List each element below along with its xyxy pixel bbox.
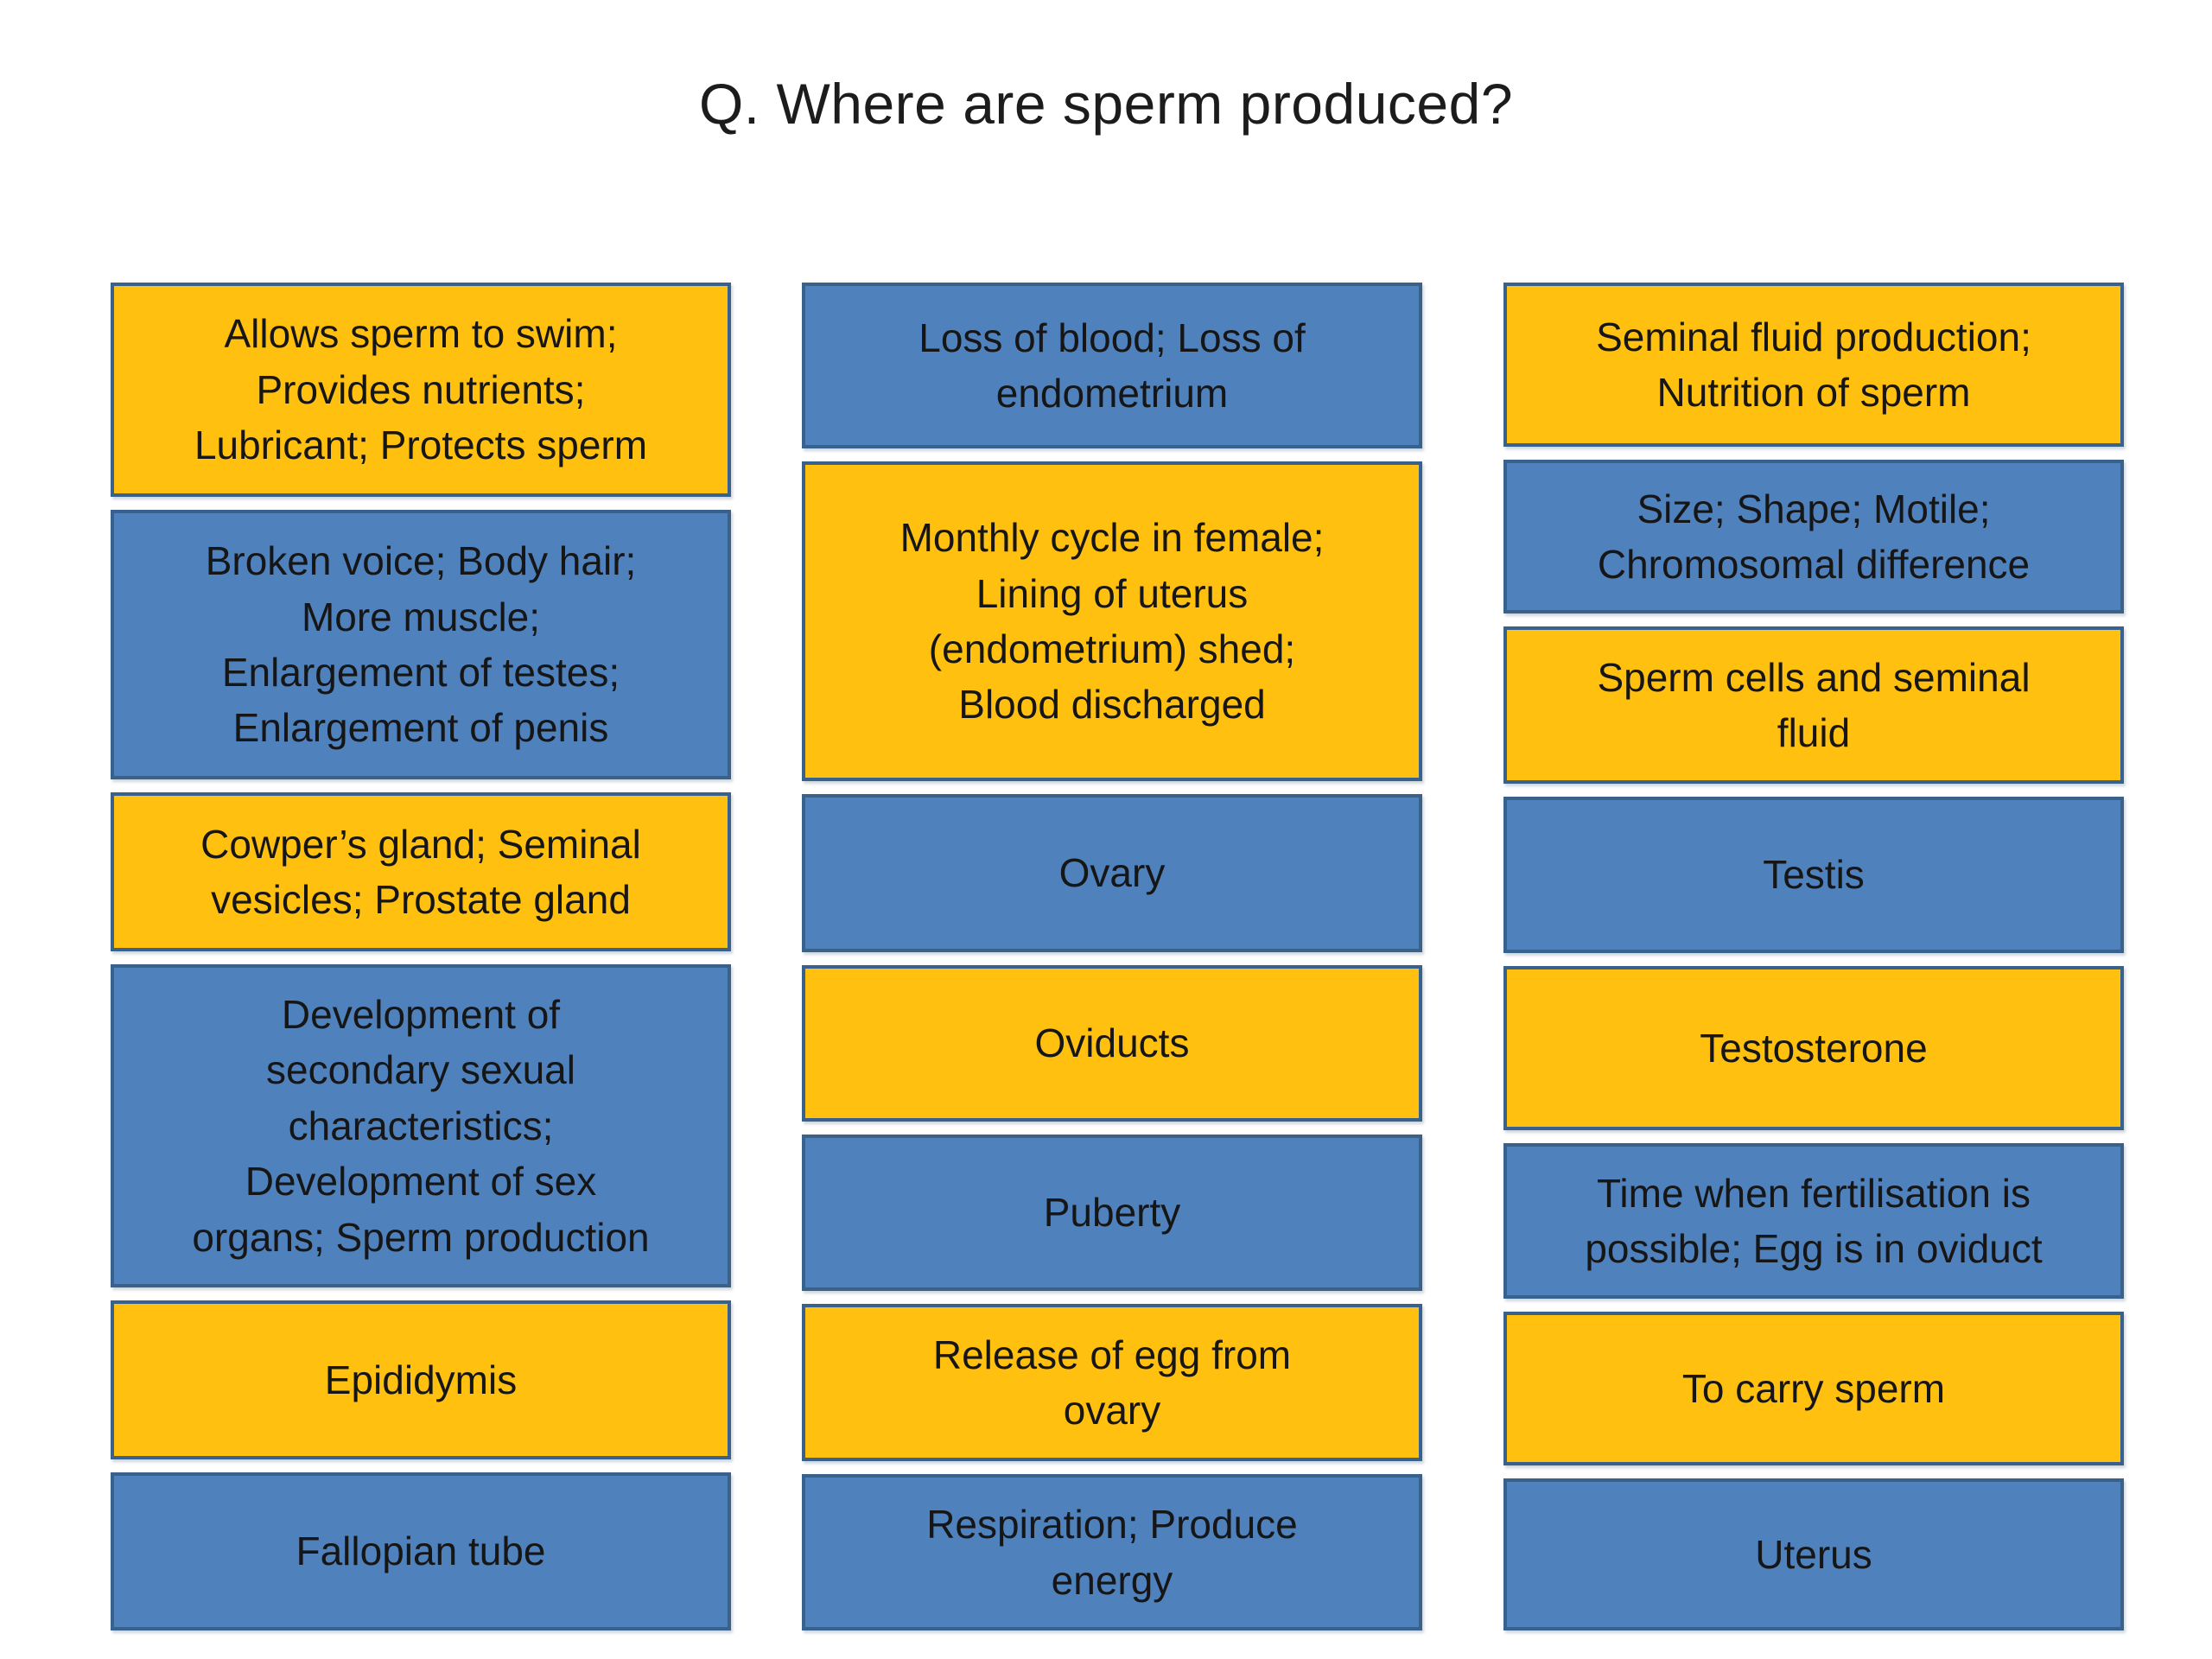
card-epididymis: Epididymis: [111, 1300, 731, 1459]
card-seminal-fluid-production: Seminal fluid production; Nutrition of s…: [1503, 283, 2124, 447]
card-fallopian-tube: Fallopian tube: [111, 1472, 731, 1630]
card-text: Oviducts: [1034, 1020, 1190, 1066]
card-text: Uterus: [1755, 1531, 1872, 1577]
card-text: Seminal fluid production; Nutrition of s…: [1596, 314, 2031, 415]
card-respiration: Respiration; Produce energy: [802, 1474, 1422, 1630]
card-text: Puberty: [1043, 1190, 1181, 1236]
card-text: Epididymis: [324, 1357, 518, 1402]
card-loss-of-blood: Loss of blood; Loss of endometrium: [802, 283, 1422, 448]
card-text: Time when fertilisation is possible; Egg…: [1585, 1170, 2043, 1271]
card-allows-sperm-to-swim: Allows sperm to swim; Provides nutrients…: [111, 283, 731, 497]
card-text: Monthly cycle in female; Lining of uteru…: [899, 515, 1325, 728]
card-text: Loss of blood; Loss of endometrium: [918, 315, 1306, 416]
card-broken-voice: Broken voice; Body hair; More muscle; En…: [111, 510, 731, 779]
card-testosterone: Testosterone: [1503, 966, 2124, 1130]
card-monthly-cycle: Monthly cycle in female; Lining of uteru…: [802, 461, 1422, 781]
card-to-carry-sperm: To carry sperm: [1503, 1312, 2124, 1465]
column-3: Seminal fluid production; Nutrition of s…: [1503, 283, 2124, 1630]
card-cowpers-gland: Cowper’s gland; Seminal vesicles; Prosta…: [111, 792, 731, 951]
card-development-secondary-sexual: Development of secondary sexual characte…: [111, 964, 731, 1287]
card-uterus: Uterus: [1503, 1478, 2124, 1630]
card-text: Ovary: [1058, 850, 1166, 896]
card-time-fertilisation: Time when fertilisation is possible; Egg…: [1503, 1143, 2124, 1299]
card-text: Development of secondary sexual characte…: [192, 992, 650, 1260]
card-text: Sperm cells and seminal fluid: [1597, 654, 2031, 755]
card-text: Broken voice; Body hair; More muscle; En…: [205, 538, 637, 751]
card-text: Allows sperm to swim; Provides nutrients…: [194, 311, 648, 468]
slide-title: Q. Where are sperm produced?: [698, 72, 1514, 136]
card-oviducts: Oviducts: [802, 965, 1422, 1122]
card-size-shape-motile: Size; Shape; Motile; Chromosomal differe…: [1503, 460, 2124, 613]
card-text: Cowper’s gland; Seminal vesicles; Prosta…: [200, 821, 641, 922]
card-ovary: Ovary: [802, 794, 1422, 952]
card-text: Fallopian tube: [296, 1529, 546, 1574]
column-2: Loss of blood; Loss of endometrium Month…: [802, 283, 1422, 1630]
card-text: Testis: [1763, 852, 1865, 898]
card-text: Testosterone: [1700, 1025, 1928, 1071]
card-sperm-cells-seminal-fluid: Sperm cells and seminal fluid: [1503, 626, 2124, 784]
card-release-of-egg: Release of egg from ovary: [802, 1304, 1422, 1461]
card-text: Release of egg from ovary: [932, 1332, 1292, 1433]
card-testis: Testis: [1503, 797, 2124, 953]
card-text: Size; Shape; Motile; Chromosomal differe…: [1597, 486, 2031, 587]
column-1: Allows sperm to swim; Provides nutrients…: [111, 283, 731, 1630]
card-text: To carry sperm: [1681, 1365, 1946, 1411]
card-puberty: Puberty: [802, 1135, 1422, 1291]
card-text: Respiration; Produce energy: [926, 1502, 1298, 1603]
